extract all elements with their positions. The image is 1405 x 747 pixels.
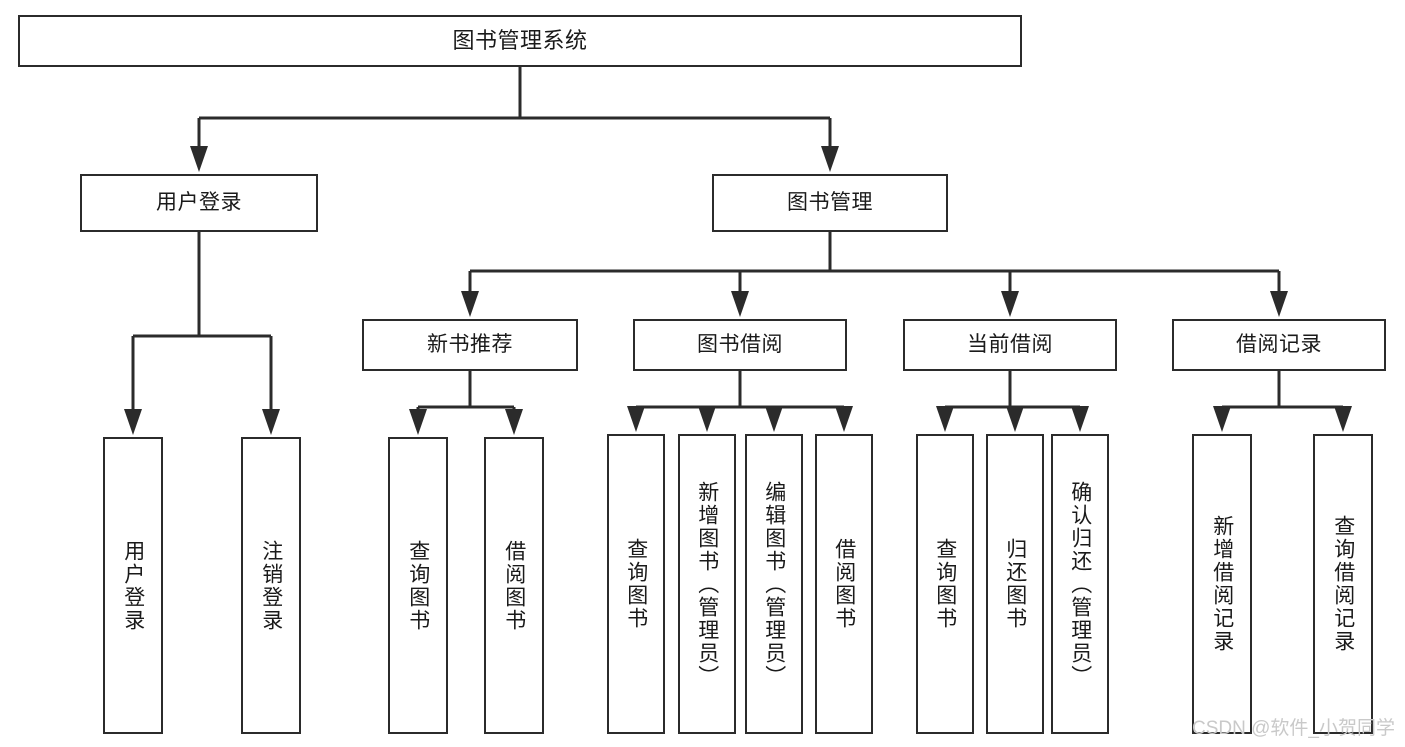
node-leaf-confirm-return-label: 确认归还（管理员） <box>1068 480 1092 688</box>
node-leaf-borrow-book-2[interactable]: 借阅图书 <box>815 434 873 734</box>
node-borrow-record-label: 借阅记录 <box>1236 332 1322 356</box>
node-user-login[interactable]: 用户登录 <box>80 174 318 232</box>
edge-borrow-to-leaves-arrowhead-0 <box>627 406 645 432</box>
node-leaf-query-record-label: 查询借阅记录 <box>1331 515 1355 653</box>
node-leaf-query-book-1-label: 查询图书 <box>406 539 430 632</box>
edge-record-to-leaves-arrowhead-0 <box>1213 406 1231 432</box>
node-book-borrow-label: 图书借阅 <box>697 332 783 356</box>
edge-recommend-to-leaves-arrowhead-1 <box>505 409 523 435</box>
node-new-book-recommend[interactable]: 新书推荐 <box>362 319 578 371</box>
edge-book-manage-to-level3-arrowhead-1 <box>731 291 749 317</box>
node-leaf-add-record[interactable]: 新增借阅记录 <box>1192 434 1252 734</box>
node-user-login-label: 用户登录 <box>156 190 242 214</box>
edge-user-login-to-leaves-arrowhead-1 <box>262 409 280 435</box>
edge-recommend-to-leaves-arrowhead-0 <box>409 409 427 435</box>
node-leaf-query-book-1[interactable]: 查询图书 <box>388 437 448 734</box>
node-leaf-borrow-book-1-label: 借阅图书 <box>502 539 526 632</box>
node-leaf-query-record[interactable]: 查询借阅记录 <box>1313 434 1373 734</box>
node-leaf-return-book-label: 归还图书 <box>1003 538 1027 630</box>
node-leaf-user-logout-label: 注销登录 <box>259 539 283 632</box>
node-book-manage-label: 图书管理 <box>787 190 873 214</box>
edge-record-to-leaves-arrowhead-1 <box>1334 406 1352 432</box>
edge-borrow-to-leaves-arrowhead-1 <box>698 406 716 432</box>
node-leaf-query-book-3-label: 查询图书 <box>933 538 957 630</box>
node-leaf-query-book-3[interactable]: 查询图书 <box>916 434 974 734</box>
edge-root-to-level2-arrowhead-0 <box>190 146 208 172</box>
node-leaf-user-logout[interactable]: 注销登录 <box>241 437 301 734</box>
node-leaf-user-login-label: 用户登录 <box>121 539 145 632</box>
node-leaf-return-book[interactable]: 归还图书 <box>986 434 1044 734</box>
edge-book-manage-to-level3-arrowhead-2 <box>1001 291 1019 317</box>
edge-root-to-level2-arrowhead-1 <box>821 146 839 172</box>
node-current-borrow[interactable]: 当前借阅 <box>903 319 1117 371</box>
node-leaf-add-book[interactable]: 新增图书（管理员） <box>678 434 736 734</box>
node-borrow-record[interactable]: 借阅记录 <box>1172 319 1386 371</box>
node-new-book-recommend-label: 新书推荐 <box>427 332 513 356</box>
edge-borrow-to-leaves-arrowhead-3 <box>835 406 853 432</box>
edge-user-login-to-leaves-arrowhead-0 <box>124 409 142 435</box>
csdn-watermark: CSDN @软件_小贺同学 <box>1192 718 1395 739</box>
edge-current-to-leaves-arrowhead-2 <box>1071 406 1089 432</box>
node-leaf-edit-book-label: 编辑图书（管理员） <box>762 480 786 688</box>
node-book-manage[interactable]: 图书管理 <box>712 174 948 232</box>
node-leaf-add-book-label: 新增图书（管理员） <box>695 480 719 688</box>
node-leaf-query-book-2-label: 查询图书 <box>624 538 648 630</box>
node-leaf-user-login[interactable]: 用户登录 <box>103 437 163 734</box>
node-leaf-confirm-return[interactable]: 确认归还（管理员） <box>1051 434 1109 734</box>
node-leaf-borrow-book-2-label: 借阅图书 <box>832 538 856 630</box>
edge-book-manage-to-level3-arrowhead-3 <box>1270 291 1288 317</box>
node-root-label: 图书管理系统 <box>452 28 588 54</box>
edge-current-to-leaves-arrowhead-0 <box>936 406 954 432</box>
node-leaf-query-book-2[interactable]: 查询图书 <box>607 434 665 734</box>
edge-current-to-leaves-arrowhead-1 <box>1006 406 1024 432</box>
node-current-borrow-label: 当前借阅 <box>967 332 1053 356</box>
edge-book-manage-to-level3-arrowhead-0 <box>461 291 479 317</box>
node-leaf-add-record-label: 新增借阅记录 <box>1210 515 1234 653</box>
node-book-borrow[interactable]: 图书借阅 <box>633 319 847 371</box>
node-leaf-borrow-book-1[interactable]: 借阅图书 <box>484 437 544 734</box>
node-leaf-edit-book[interactable]: 编辑图书（管理员） <box>745 434 803 734</box>
edge-borrow-to-leaves-arrowhead-2 <box>765 406 783 432</box>
node-root[interactable]: 图书管理系统 <box>18 15 1022 67</box>
